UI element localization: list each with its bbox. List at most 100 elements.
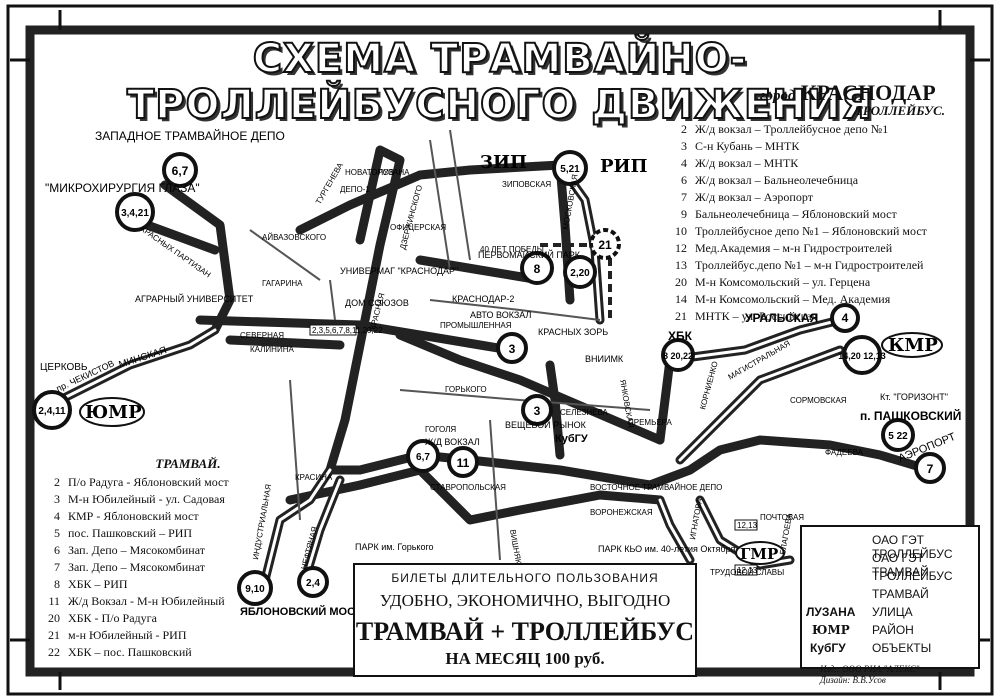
svg-text:СТАВРОПОЛЬСКАЯ: СТАВРОПОЛЬСКАЯ xyxy=(430,483,506,492)
tram-legend: ТРАМВАЙ. 2 П/о Радуга - Яблоновский мост 3… xyxy=(38,455,338,661)
trolleybus-route-text: МНТК – ул. Российская xyxy=(695,309,818,323)
svg-text:40 ЛЕТ ПОБЕДЫ: 40 ЛЕТ ПОБЕДЫ xyxy=(480,245,544,254)
label-hbk: ХБК xyxy=(668,329,693,343)
trolleybus-route-text: М-н Комсомольский – Мед. Академия xyxy=(695,292,891,306)
label-uralskaya: УРАЛЬСКАЯ xyxy=(745,311,818,325)
badge-zip-5-21: 5,21 xyxy=(552,150,588,186)
svg-text:ГОГОЛЯ: ГОГОЛЯ xyxy=(425,425,456,434)
tram-lines xyxy=(115,145,935,525)
credits: Изд.: ООО РИА "АЛЕКС" Дизайн: В.В.Усов xyxy=(820,664,919,686)
svg-text:6,7: 6,7 xyxy=(416,452,430,463)
tram-route-text: ХБК – РИП xyxy=(68,577,128,591)
tram-route-text: Зап. Депо – Мясокомбинат xyxy=(68,543,205,557)
badge-5-22: 5 22 xyxy=(881,418,915,452)
badge-kmr: 14,20 12,13 xyxy=(838,335,886,375)
svg-text:9,10: 9,10 xyxy=(245,584,265,595)
key-item: ТРАМВАЙ xyxy=(872,587,929,601)
tram-line-west-depot xyxy=(160,180,235,335)
svg-text:СЕЛЕЗНЕВА: СЕЛЕЗНЕВА xyxy=(560,408,609,417)
tram-line-pashkovsky xyxy=(645,435,935,490)
svg-text:5 22: 5 22 xyxy=(888,431,908,442)
trolleybus-route-row: 12 Мед.Академия – м-н Гидростроителей xyxy=(665,240,945,257)
trolleybus-route-text: М-н Комсомольский – ул. Герцена xyxy=(695,275,871,289)
badge-2-4: 2,4 xyxy=(297,566,329,598)
badge-text: 6,7 xyxy=(172,164,189,178)
svg-text:2,20: 2,20 xyxy=(570,268,590,279)
badge-yumr: 2,4,11 xyxy=(32,390,72,430)
tram-route-text: ХБК – пос. Пашковский xyxy=(68,645,192,659)
svg-text:ГАГАРИНА: ГАГАРИНА xyxy=(262,279,303,288)
svg-text:3: 3 xyxy=(534,404,541,418)
trolleybus-route-text: Бальнеолечебница – Яблоновский мост xyxy=(695,207,897,221)
tram-route-number: 20 xyxy=(48,611,60,625)
label-east-depot: ВОСТОЧНОЕ ТРАМВАЙНОЕ ДЕПО xyxy=(590,483,722,492)
ticket-advert: БИЛЕТЫ ДЛИТЕЛЬНОГО ПОЛЬЗОВАНИЯ УДОБНО, Э… xyxy=(353,563,697,677)
district-yumr-oval xyxy=(79,397,145,427)
page-title: СХЕМА ТРАМВАЙНО-ТРОЛЛЕЙБУСНОГО ДВИЖЕНИЯ xyxy=(126,35,874,129)
badge-4-uralskaya: 4 xyxy=(830,303,860,333)
trolleybus-route-number: 7 xyxy=(681,190,687,204)
map-frame-inner xyxy=(25,25,975,677)
ticket-line3: ТРАМВАЙ + ТРОЛЛЕЙБУС xyxy=(355,617,695,646)
trolleybus-route-text: Ж/д вокзал – Бальнеолечебница xyxy=(695,173,859,187)
label-premiera: ПРЕМЬЕРА xyxy=(628,418,672,427)
tram-legend-header: ТРАМВАЙ. xyxy=(155,456,221,471)
tram-route-row: 21 м-н Юбилейный - РИП xyxy=(38,627,338,644)
svg-text:КОРНИЕНКО: КОРНИЕНКО xyxy=(698,360,720,410)
badge-west-depot: 6,7 xyxy=(162,152,198,188)
label-univermag: УНИВЕРМАГ "КРАСНОДАР" xyxy=(340,266,458,276)
route-tag-12-13 xyxy=(734,519,758,531)
svg-text:КАЛИНИНА: КАЛИНИНА xyxy=(250,345,294,354)
svg-text:ИГНАТОВА: ИГНАТОВА xyxy=(688,497,704,540)
svg-text:ДЗЕРЖИНСКОГО: ДЗЕРЖИНСКОГО xyxy=(398,184,424,250)
tram-route-text: м-н Юбилейный - РИП xyxy=(68,628,187,642)
trolleybus-route-row: 21 МНТК – ул. Российская xyxy=(665,308,945,325)
label-zhd-vokzal: Ж/Д ВОКЗАЛ xyxy=(425,437,480,447)
svg-text:21: 21 xyxy=(598,238,612,252)
tram-route-number: 21 xyxy=(48,628,60,642)
district-gmr: ГМР xyxy=(740,545,778,563)
badge-3-a: 3 xyxy=(496,332,528,364)
svg-text:ГОРЬКОГО: ГОРЬКОГО xyxy=(445,385,487,394)
trolleybus-route-number: 3 xyxy=(681,139,687,153)
svg-text:5,21: 5,21 xyxy=(560,164,580,175)
trolleybus-route-number: 20 xyxy=(675,275,687,289)
label-church: ЦЕРКОВЬ xyxy=(40,362,88,373)
tram-line-hbk xyxy=(655,355,675,445)
credits-publisher: Изд.: ООО РИА "АЛЕКС" xyxy=(820,664,920,674)
label-vniimk: ВНИИМК xyxy=(585,354,624,364)
streets xyxy=(249,129,651,561)
trolleybus-route-number: 21 xyxy=(675,309,687,323)
key-item: УЛИЦА xyxy=(872,605,913,619)
trolleybus-route-text: Ж/д вокзал – МНТК xyxy=(695,156,799,170)
badge-6-7-south: 6,7 xyxy=(406,439,440,473)
svg-text:2,3,5,6,7,8,11,20,22: 2,3,5,6,7,8,11,20,22 xyxy=(312,326,383,335)
route-tag-12-13-b xyxy=(734,564,758,576)
label-park-40: ПАРК КЬО им. 40-летия Октября xyxy=(598,544,735,554)
badge-9-10: 9,10 xyxy=(237,570,273,606)
key-item: ОБЪЕКТЫ xyxy=(872,641,932,655)
svg-text:КРАСИНА: КРАСИНА xyxy=(295,473,333,482)
trolleybus-route-text: Мед.Академия – м-н Гидростроителей xyxy=(695,241,893,255)
tram-line-gorkogo xyxy=(395,330,665,445)
trolleybus-route-text: С-н Кубань – МНТК xyxy=(695,139,800,153)
trolleybus-route-number: 13 xyxy=(675,258,687,272)
trolleybus-legend-header: ТРОЛЛЕЙБУС. xyxy=(854,103,945,118)
trolleybus-route-number: 12 xyxy=(675,241,687,255)
district-rip: РИП xyxy=(600,156,648,177)
tram-route-text: пос. Пашковский – РИП xyxy=(68,526,193,540)
tram-line-north xyxy=(295,160,575,305)
key-sample-district: ЮМР xyxy=(812,623,850,637)
credits-designer: Дизайн: В.В.Усов xyxy=(820,675,886,685)
tram-route-number: 2 xyxy=(54,475,60,489)
tram-route-text: П/о Радуга - Яблоновский мост xyxy=(68,475,229,489)
